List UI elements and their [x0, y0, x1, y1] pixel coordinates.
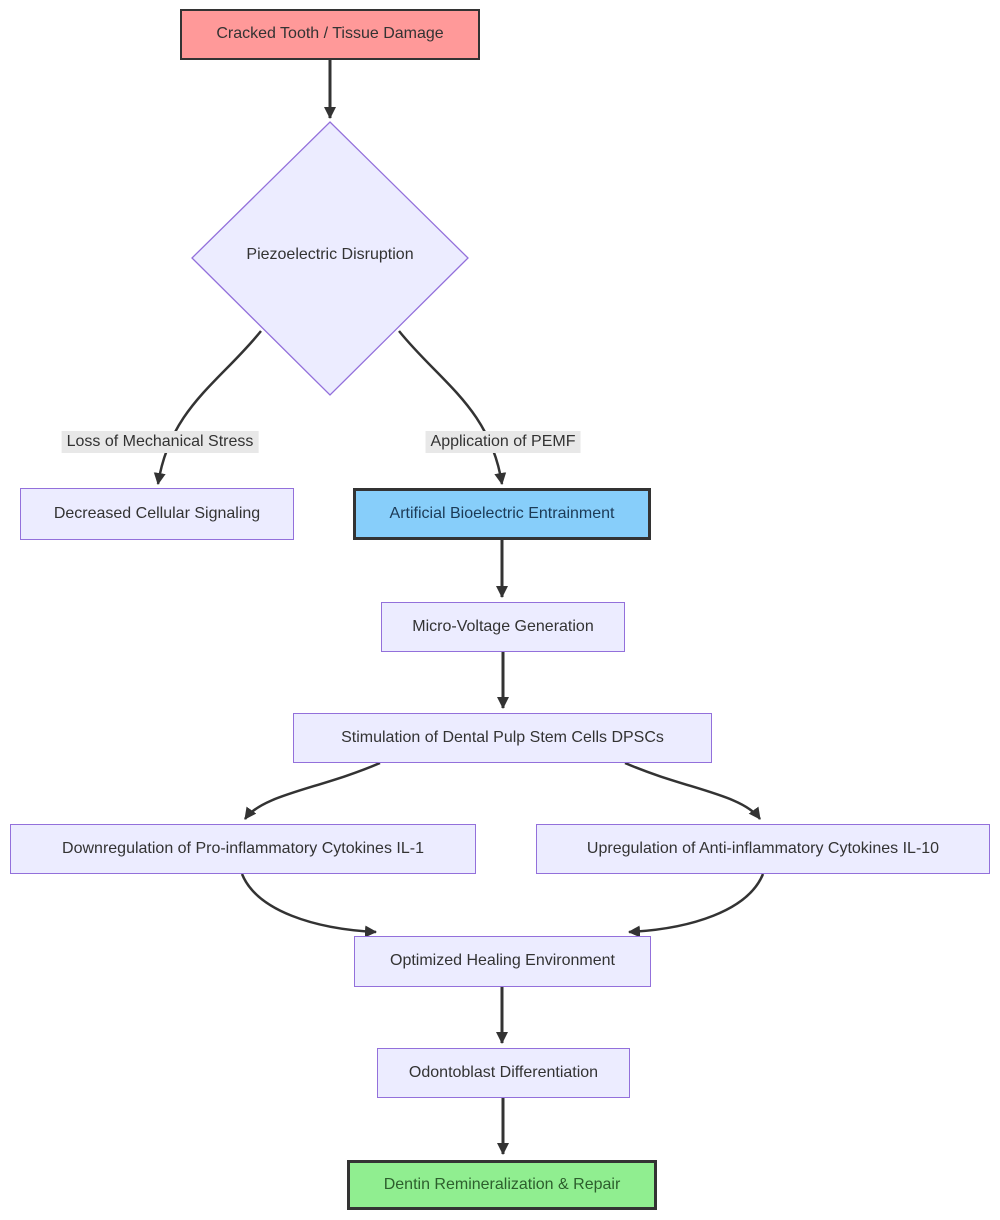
edge-disruption-to-entrainment: [398, 330, 507, 485]
edge-label-application-of-pemf: Application of PEMF: [425, 431, 581, 453]
edge-upregulation-to-healing: [628, 873, 765, 938]
node-artificial-bioelectric-entrainment: Artificial Bioelectric Entrainment: [353, 488, 651, 540]
edge-dpscs-to-downregulation: [243, 761, 381, 820]
node-micro-voltage-generation: Micro-Voltage Generation: [381, 602, 625, 652]
decision-piezoelectric-disruption: Piezoelectric Disruption: [246, 246, 414, 263]
node-optimized-healing-environment: Optimized Healing Environment: [354, 936, 651, 987]
edge-label-loss-of-mechanical-stress: Loss of Mechanical Stress: [61, 431, 259, 453]
edge-downregulation-to-healing: [240, 873, 377, 938]
edge-dpscs-to-upregulation: [624, 761, 762, 820]
node-dentin-remineralization-repair: Dentin Remineralization & Repair: [347, 1160, 657, 1210]
node-odontoblast-differentiation: Odontoblast Differentiation: [377, 1048, 630, 1098]
node-downregulation-pro-inflammatory-il1: Downregulation of Pro-inflammatory Cytok…: [10, 824, 476, 874]
edge-disruption-to-decreased-signaling: [153, 330, 262, 485]
node-upregulation-anti-inflammatory-il10: Upregulation of Anti-inflammatory Cytoki…: [536, 824, 990, 874]
decision-diamond-shape: [191, 121, 469, 396]
node-cracked-tooth-tissue-damage: Cracked Tooth / Tissue Damage: [180, 9, 480, 60]
node-stimulation-of-dpscs: Stimulation of Dental Pulp Stem Cells DP…: [293, 713, 712, 763]
node-decreased-cellular-signaling: Decreased Cellular Signaling: [20, 488, 294, 540]
